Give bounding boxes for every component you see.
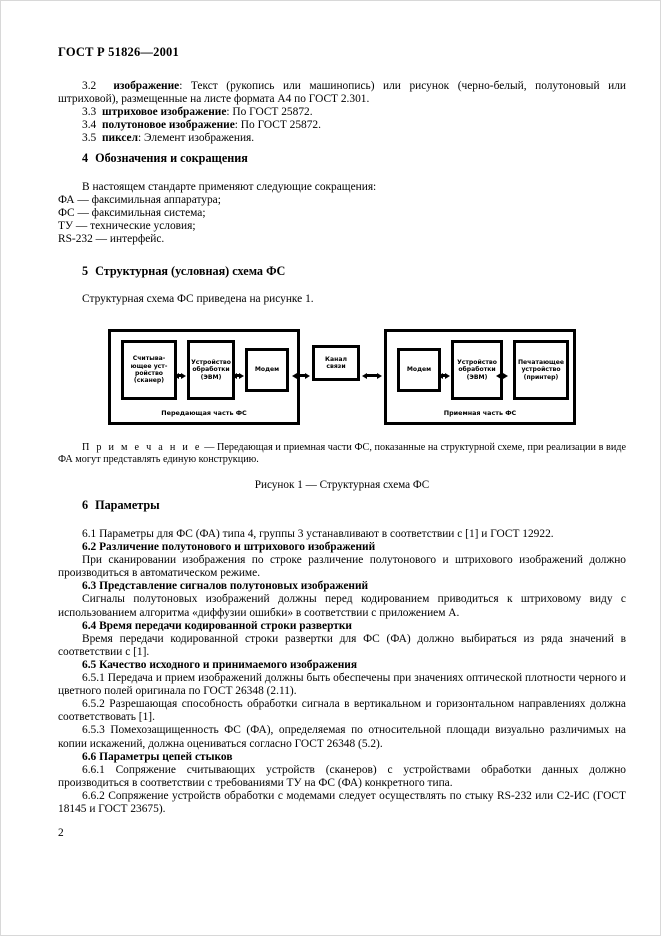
block-processing-unit-rx-label: Устрой­ство об­работки (ЭВМ) — [457, 358, 497, 381]
block-processing-unit-tx-label: Устрой­ство об­работки (ЭВМ) — [191, 358, 231, 381]
clause-6-6-1: 6.6.1 Сопряжение считывающих устройств (… — [58, 763, 626, 789]
abbreviation-item: ТУ — технические условия; — [58, 220, 196, 233]
section-4-body: В настоящем стандарте применяют следующи… — [58, 181, 626, 246]
clause-6-6-heading: 6.6 Параметры цепей стыков — [82, 750, 233, 763]
page-number: 2 — [58, 827, 64, 839]
section-5-intro: Структурная схема ФС приведена на рисунк… — [82, 293, 314, 305]
section-4-intro: В настоящем стандарте применяют следующи… — [82, 181, 377, 193]
section-6-body: 6.1 Параметры для ФС (ФА) типа 4, группы… — [58, 528, 626, 816]
clause-3-2-number: 3.2 — [82, 80, 97, 92]
transmitting-part-frame: Считыва­ющее уст­ройство (сканер) Устрой… — [108, 329, 300, 425]
block-modem-tx-label: Модем — [254, 366, 280, 374]
document-header: ГОСТ Р 51826—2001 — [58, 45, 179, 59]
clause-6-3-heading: 6.3 Представление сигналов полутоновых и… — [82, 580, 369, 593]
clause-3-3: 3.3 штриховое изображение: По ГОСТ 25872… — [58, 106, 626, 119]
block-scanner: Считыва­ющее уст­ройство (сканер) — [121, 340, 177, 400]
section-5-title: Структурная (условная) схема ФС — [95, 264, 286, 278]
section-4-heading: 4 Обозначения и сокращения — [82, 151, 248, 166]
figure-note: П р и м е ч а н и е — Передающая и прием… — [58, 442, 626, 467]
clause-3-5: 3.5 пиксел: Элемент изображения. — [58, 132, 626, 145]
figure-1-block-diagram: Считыва­ющее уст­ройство (сканер) Устрой… — [108, 329, 576, 425]
section-6-number: 6 — [82, 498, 89, 512]
block-modem-rx: Модем — [397, 348, 441, 392]
block-printer-label: Печатаю­щее уст­ройство (принтер) — [517, 358, 565, 381]
figure-note-label: П р и м е ч а н и е — [82, 442, 202, 453]
block-modem-rx-label: Модем — [406, 366, 432, 374]
figure-note-text: — Передающая и приемная части ФС, показа… — [58, 442, 627, 466]
clause-6-1: 6.1 Параметры для ФС (ФА) типа 4, группы… — [82, 528, 554, 540]
clause-3-5-number: 3.5 — [82, 132, 97, 145]
block-processing-unit-rx: Устрой­ство об­работки (ЭВМ) — [451, 340, 503, 400]
clause-3-2-text: : Текст (рукопись или машинопись) или ри… — [58, 80, 626, 106]
clause-3-5-text: : Элемент изображения. — [138, 132, 255, 145]
clause-3-2-term: изображение — [113, 80, 180, 92]
clause-6-4-heading: 6.4 Время передачи кодированной строки р… — [82, 619, 352, 632]
clauses-3-block: 3.2 изображение: Текст (рукопись или маш… — [58, 80, 626, 145]
clause-3-4: 3.4 полутоновое изображение: По ГОСТ 258… — [58, 119, 626, 132]
clause-6-5-2: 6.5.2 Разрешающая способность обработки … — [58, 698, 626, 724]
transmitting-part-caption: Передающая часть ФС — [161, 409, 247, 417]
block-communication-channel: Канал связи — [312, 345, 360, 381]
clause-3-3-number: 3.3 — [82, 106, 97, 119]
clause-3-3-text: : По ГОСТ 25872. — [226, 106, 313, 119]
clause-3-2: 3.2 изображение: Текст (рукопись или маш… — [58, 80, 626, 106]
section-6-title: Параметры — [95, 498, 160, 512]
clause-3-4-number: 3.4 — [82, 119, 97, 132]
block-processing-unit-tx: Устрой­ство об­работки (ЭВМ) — [187, 340, 235, 400]
clause-6-5-1: 6.5.1 Передача и прием изображений должн… — [58, 672, 626, 698]
abbreviation-item: ФС — факсимильная система; — [58, 207, 206, 220]
clause-6-5-heading: 6.5 Качество исходного и принимаемого из… — [82, 658, 357, 671]
section-5-number: 5 — [82, 264, 89, 278]
abbreviation-item: ФА — факсимильная аппаратура; — [58, 194, 221, 207]
clause-6-6-2: 6.6.2 Сопряжение устройств обработки с м… — [58, 789, 626, 815]
clause-3-4-text: : По ГОСТ 25872. — [234, 119, 321, 132]
clause-3-5-term: пиксел — [101, 132, 138, 145]
section-5-heading: 5 Структурная (условная) схема ФС — [82, 264, 285, 279]
figure-note-paragraph: П р и м е ч а н и е — Передающая и прием… — [58, 442, 626, 467]
figure-1-caption: Рисунок 1 — Структурная схема ФС — [254, 479, 430, 491]
section-5-body: Структурная схема ФС приведена на рисунк… — [58, 293, 626, 306]
section-4-title: Обозначения и сокращения — [95, 151, 248, 165]
section-4-number: 4 — [82, 151, 89, 165]
clause-3-4-term: полутоновое изображение — [101, 119, 235, 132]
clause-6-4-text: Время передачи кодированной строки разве… — [58, 632, 626, 658]
block-scanner-label: Считыва­ющее уст­ройство (сканер) — [130, 355, 168, 385]
block-printer: Печатаю­щее уст­ройство (принтер) — [513, 340, 569, 400]
clause-6-2-text: При сканировании изображения по строке р… — [58, 554, 626, 580]
clause-6-2-heading: 6.2 Различение полутонового и штрихового… — [82, 541, 376, 554]
clause-6-3-text: Сигналы полутоновых изображений должны п… — [58, 593, 626, 619]
receiving-part-frame: Модем Устрой­ство об­работки (ЭВМ) Печат… — [384, 329, 576, 425]
receiving-part-caption: Приемная часть ФС — [443, 409, 517, 417]
section-6-heading: 6 Параметры — [82, 498, 160, 513]
block-modem-tx: Модем — [245, 348, 289, 392]
clause-6-5-3: 6.5.3 Помехозащищенность ФС (ФА), опреде… — [58, 724, 626, 750]
clause-3-3-term: штриховое изображение — [101, 106, 227, 119]
block-communication-channel-label: Канал связи — [325, 355, 347, 370]
abbreviation-item: RS-232 — интерфейс. — [58, 233, 165, 246]
